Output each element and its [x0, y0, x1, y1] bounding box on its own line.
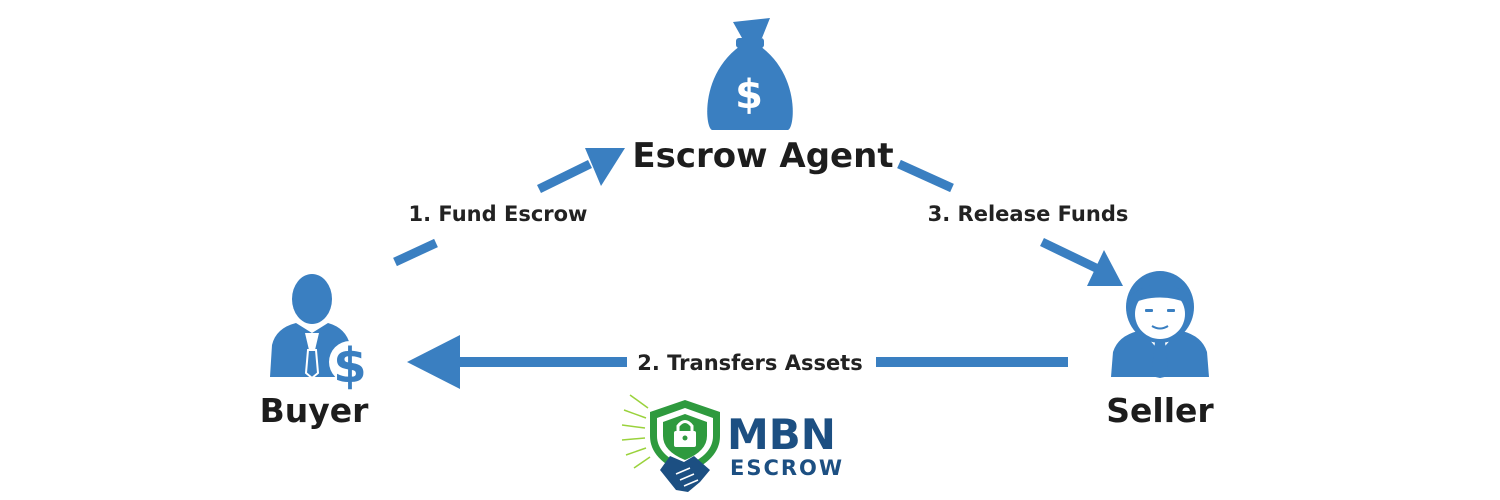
logo-subtitle: ESCROW — [730, 456, 844, 480]
logo-name: MBN — [727, 410, 836, 459]
escrow-agent-label: Escrow Agent — [632, 136, 893, 176]
svg-text:$: $ — [333, 338, 366, 394]
fund-escrow-label: 1. Fund Escrow — [409, 202, 588, 226]
transfers-assets-label: 2. Transfers Assets — [637, 351, 862, 375]
release-funds-label: 3. Release Funds — [928, 202, 1129, 226]
buyer-label: Buyer — [260, 391, 370, 430]
transfers-assets-arrow — [407, 335, 1068, 389]
money-bag-icon: $ — [707, 18, 793, 130]
mbn-escrow-logo: MBN ESCROW — [621, 394, 844, 492]
buyer-icon: $ — [270, 274, 371, 394]
seller-label: Seller — [1106, 391, 1214, 430]
release-funds-arrow — [897, 159, 1123, 286]
svg-text:$: $ — [735, 72, 763, 118]
seller-icon — [1111, 271, 1209, 378]
shield-lock-handshake-icon — [621, 394, 720, 492]
fund-escrow-arrow — [393, 148, 625, 267]
